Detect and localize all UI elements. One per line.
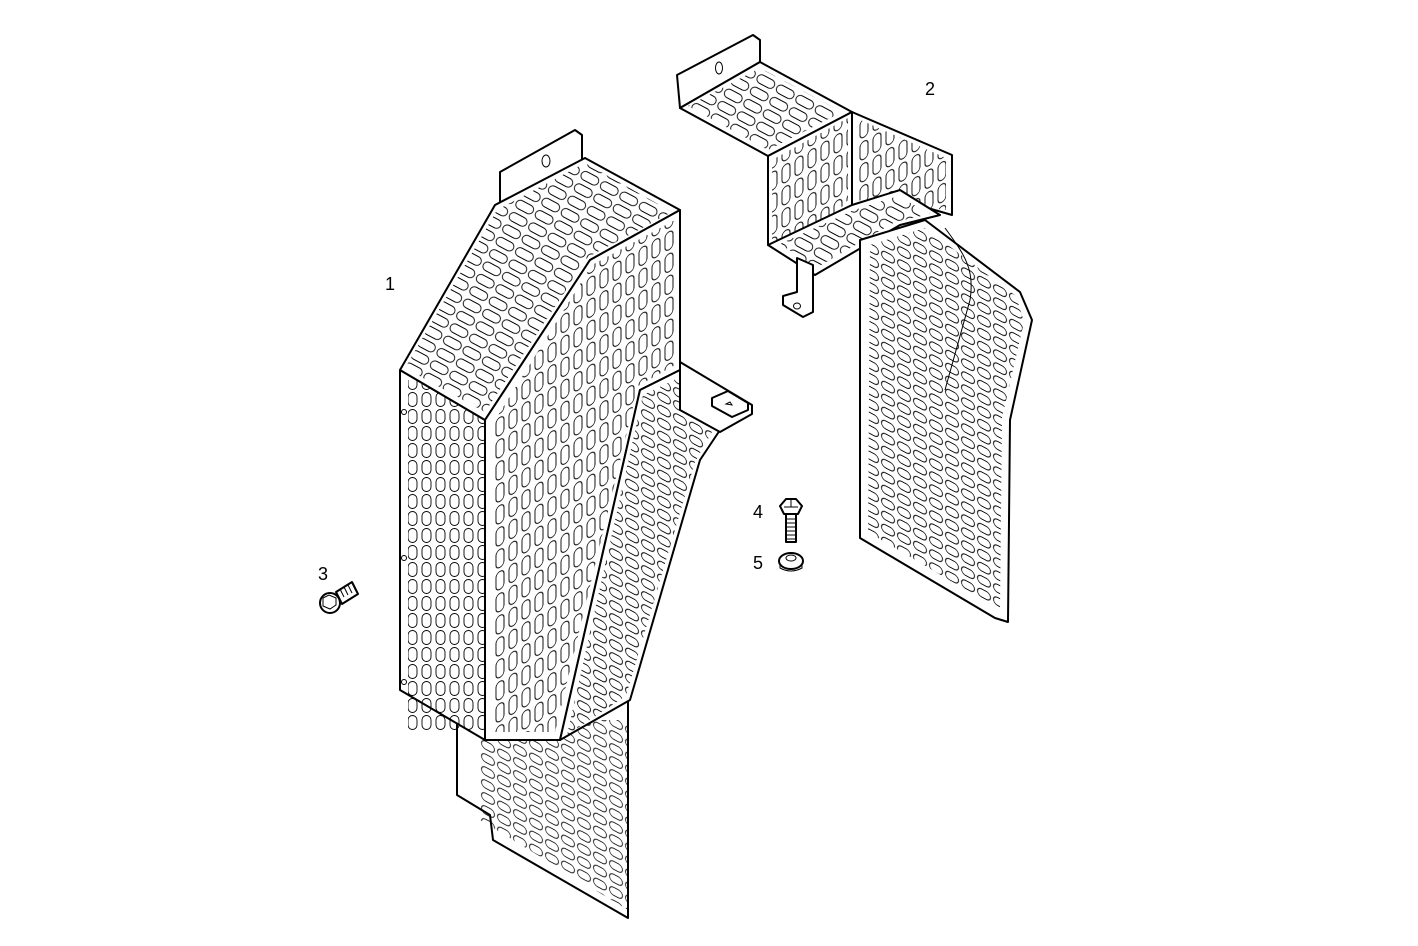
part-1-guard-panel[interactable]	[399, 129, 753, 919]
callout-1: 1	[385, 274, 396, 294]
part-4-hex-bolt[interactable]	[779, 498, 803, 543]
callout-5: 5	[753, 553, 764, 573]
part-5-nut[interactable]	[778, 552, 804, 572]
callout-4: 4	[753, 502, 764, 522]
callout-2: 2	[925, 79, 936, 99]
callout-3: 3	[318, 564, 329, 584]
part-2-guard-panel[interactable]	[676, 34, 1035, 623]
part-3-flange-bolt[interactable]	[319, 581, 359, 614]
